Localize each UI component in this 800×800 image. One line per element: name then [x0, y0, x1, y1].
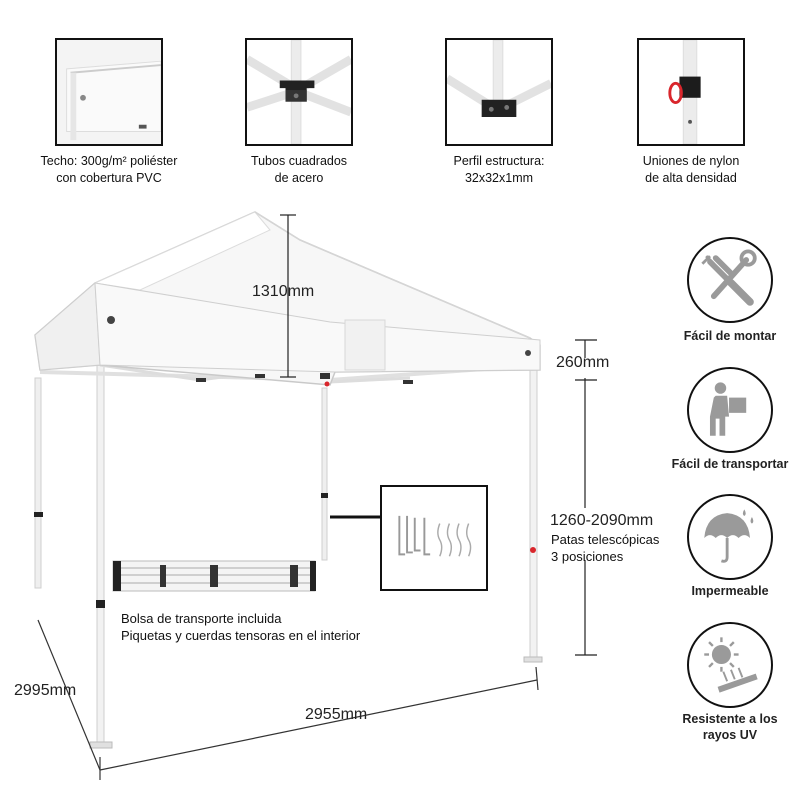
- caption-line: 32x32x1mm: [464, 171, 534, 185]
- note-line: Piquetas y cuerdas tensoras en el interi…: [121, 628, 361, 643]
- accessories-box: [380, 485, 488, 591]
- stakes-and-ropes-icon: [398, 515, 472, 557]
- tent-illustration: [34, 211, 597, 780]
- label-line: Impermeable: [691, 584, 769, 598]
- width-label: 2955mm: [305, 706, 368, 723]
- caption-line: de alta densidad: [645, 171, 737, 185]
- width-dimension-line: [99, 679, 538, 771]
- label-line: Resistente a los: [682, 712, 778, 726]
- detail-caption-roof: Techo: 300g/m² poliéster con cobertura P…: [19, 153, 199, 187]
- roof-fabric-thumbnail: [55, 38, 163, 146]
- note-line: Bolsa de transporte incluida: [121, 611, 282, 626]
- front-left-leg: [96, 339, 105, 749]
- waterproof-badge: [687, 494, 773, 580]
- easy-transport-badge: [687, 367, 773, 453]
- easy-assembly-badge: [687, 237, 773, 323]
- frame-profile-thumbnail: [445, 38, 553, 146]
- note-line: Patas telescópicas: [551, 532, 660, 547]
- detail-caption-profile: Perfil estructura: 32x32x1mm: [409, 153, 589, 187]
- detail-caption-joints: Uniones de nylon de alta densidad: [601, 153, 781, 187]
- label-line: Fácil de transportar: [671, 457, 789, 471]
- telescopic-legs-note: Patas telescópicas 3 posiciones: [551, 531, 659, 565]
- front-right-leg: [529, 359, 538, 663]
- waterproof-label: Impermeable: [665, 583, 795, 599]
- caption-line: de acero: [274, 171, 324, 185]
- depth-label: 2995mm: [14, 682, 77, 699]
- roof-height-label: 1310mm: [252, 283, 315, 300]
- valance-height-label: 260mm: [556, 354, 610, 371]
- caption-line: Techo: 300g/m² poliéster: [40, 154, 178, 168]
- transport-bag-note: Bolsa de transporte incluida Piquetas y …: [121, 610, 360, 644]
- note-line: 3 posiciones: [551, 549, 624, 564]
- sun-uv-icon: [704, 637, 758, 693]
- detail-caption-tubes: Tubos cuadrados de acero: [209, 153, 389, 187]
- caption-line: con cobertura PVC: [56, 171, 162, 185]
- back-right-leg: [321, 387, 328, 561]
- caption-line: Perfil estructura:: [453, 154, 545, 168]
- transport-bag-frame: [112, 560, 316, 592]
- person-carrying-box-icon: [709, 382, 747, 436]
- leg-height-label: 1260-2090mm: [550, 512, 654, 529]
- uv-resistant-badge: [687, 622, 773, 708]
- caption-line: Tubos cuadrados: [250, 154, 348, 168]
- easy-transport-label: Fácil de transportar: [665, 456, 795, 472]
- square-tubes-icon: [247, 40, 351, 144]
- uv-resistant-label: Resistente a los rayos UV: [665, 711, 795, 743]
- easy-assembly-label: Fácil de montar: [665, 328, 795, 344]
- depth-dimension-line: [37, 619, 101, 771]
- tools-icon: [701, 249, 757, 306]
- nylon-joint-icon: [668, 40, 701, 144]
- back-left-leg: [34, 377, 42, 589]
- square-tubes-thumbnail: [245, 38, 353, 146]
- caption-line: Uniones de nylon: [642, 154, 740, 168]
- label-line: rayos UV: [702, 728, 758, 742]
- frame-profile-icon: [447, 40, 551, 118]
- roof-fabric-icon: [57, 40, 161, 144]
- umbrella-rain-icon: [704, 509, 754, 563]
- nylon-joint-thumbnail: [637, 38, 745, 146]
- label-line: Fácil de montar: [683, 329, 777, 343]
